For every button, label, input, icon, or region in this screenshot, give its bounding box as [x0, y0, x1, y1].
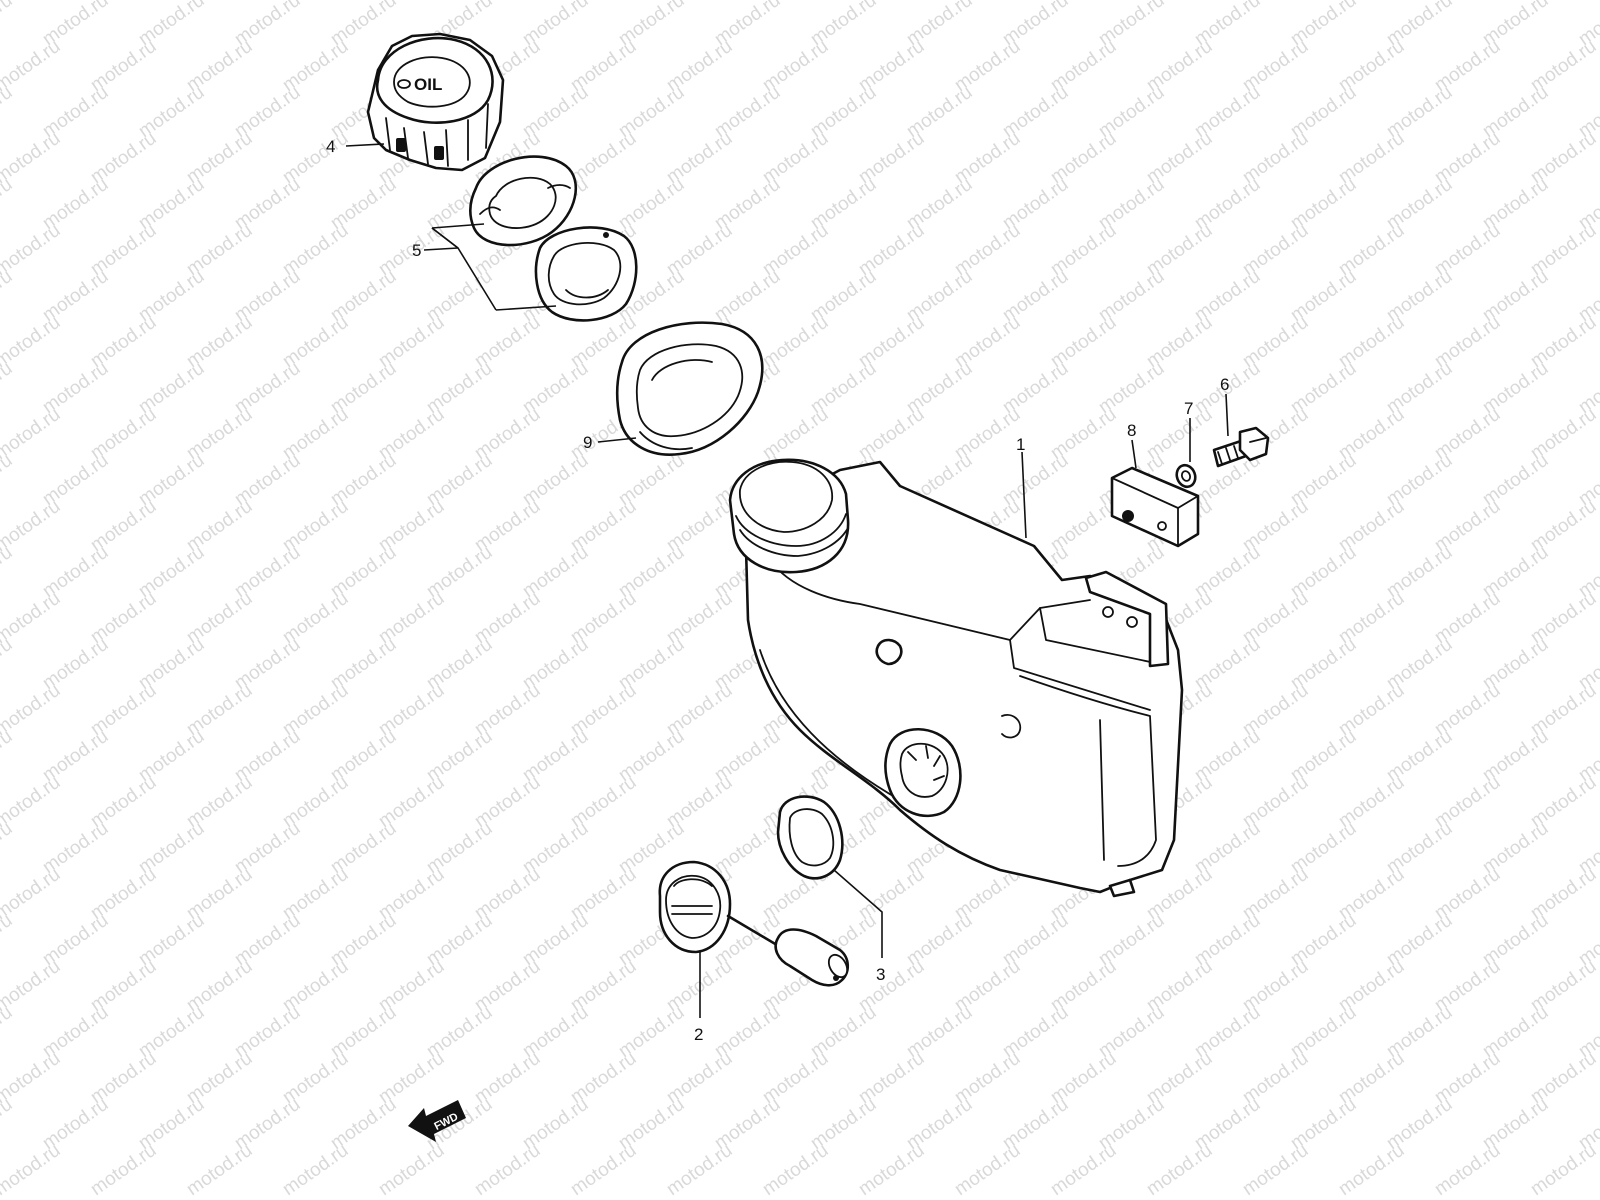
cap-marking: OIL: [414, 75, 442, 94]
watermark-text: motod.ru: [471, 1140, 544, 1200]
filler-neck-ring: [615, 321, 764, 456]
watermark-text: motod.ru: [375, 1140, 448, 1200]
callout-numbers: 4 5 9 1 8 7 6 3 2: [326, 137, 1229, 1044]
callout-7: 7: [1184, 399, 1193, 418]
watermark-text: motod.ru: [0, 542, 16, 602]
bolt: [1212, 426, 1270, 468]
level-gauge-gasket: [776, 795, 844, 880]
watermark-text: motod.ru: [759, 1140, 832, 1200]
watermark-text: motod.ru: [0, 450, 16, 510]
watermark-text: motod.ru: [0, 404, 64, 464]
mounting-pad: [1110, 466, 1200, 548]
watermark-text: motod.ru: [279, 1140, 352, 1200]
watermark-text: motod.ru: [0, 266, 16, 326]
watermark-text: motod.ru: [0, 1048, 64, 1108]
watermark-text: motod.ru: [1143, 1140, 1216, 1200]
watermark-text: motod.ru: [0, 1002, 16, 1062]
watermark-text: motod.ru: [1239, 1140, 1312, 1200]
watermark-text: motod.ru: [0, 496, 64, 556]
watermark-text: motod.ru: [0, 910, 16, 970]
watermark-text: motod.ru: [0, 864, 64, 924]
callout-5: 5: [412, 241, 421, 260]
watermark-text: motod.ru: [0, 818, 16, 878]
watermark-text: motod.ru: [0, 36, 64, 96]
watermark-text: motod.ru: [0, 82, 16, 142]
watermark-text: motod.ru: [951, 1140, 1024, 1200]
watermark-text: motod.ru: [0, 174, 16, 234]
callout-9: 9: [583, 433, 592, 452]
callout-4: 4: [326, 137, 335, 156]
watermark-text: motod.ru: [1431, 1140, 1504, 1200]
watermark-text: motod.ru: [0, 1140, 64, 1200]
cap-seal-upper: [469, 155, 578, 247]
watermark-text: motod.ru: [0, 680, 64, 740]
watermark-text: motod.ru: [1335, 1140, 1408, 1200]
watermark-text: motod.ru: [1527, 1140, 1600, 1200]
watermark-text: motod.ru: [0, 772, 64, 832]
watermark-text: motod.ru: [0, 358, 16, 418]
watermark-text: motod.ru: [0, 588, 64, 648]
watermark-text: motod.ru: [567, 1140, 640, 1200]
watermark-text: motod.ru: [0, 956, 64, 1016]
level-gauge: [658, 860, 850, 987]
oil-cap: OIL: [366, 32, 505, 172]
watermark-text: motod.ru: [0, 312, 64, 372]
watermark-text: motod.ru: [855, 1140, 928, 1200]
callout-6: 6: [1220, 375, 1229, 394]
watermark-text: motod.ru: [0, 1094, 16, 1154]
leader-lines: [345, 143, 1229, 1018]
watermark-text: motod.ru: [0, 726, 16, 786]
watermark-text: motod.ru: [183, 1140, 256, 1200]
callout-1: 1: [1016, 435, 1025, 454]
cap-grommet-lower: [534, 226, 638, 322]
oil-tank: [728, 458, 1184, 898]
watermark-text: motod.ru: [0, 0, 16, 50]
watermark-text: motod.ru: [663, 1140, 736, 1200]
callout-2: 2: [694, 1025, 703, 1044]
callout-8: 8: [1127, 421, 1136, 440]
watermark-text: motod.ru: [0, 128, 64, 188]
washer: [1175, 463, 1197, 489]
watermark-text: motod.ru: [1047, 1140, 1120, 1200]
callout-3: 3: [876, 965, 885, 984]
watermark-text: motod.ru: [0, 634, 16, 694]
watermark-text: motod.ru: [0, 220, 64, 280]
watermark-text: motod.ru: [87, 1140, 160, 1200]
